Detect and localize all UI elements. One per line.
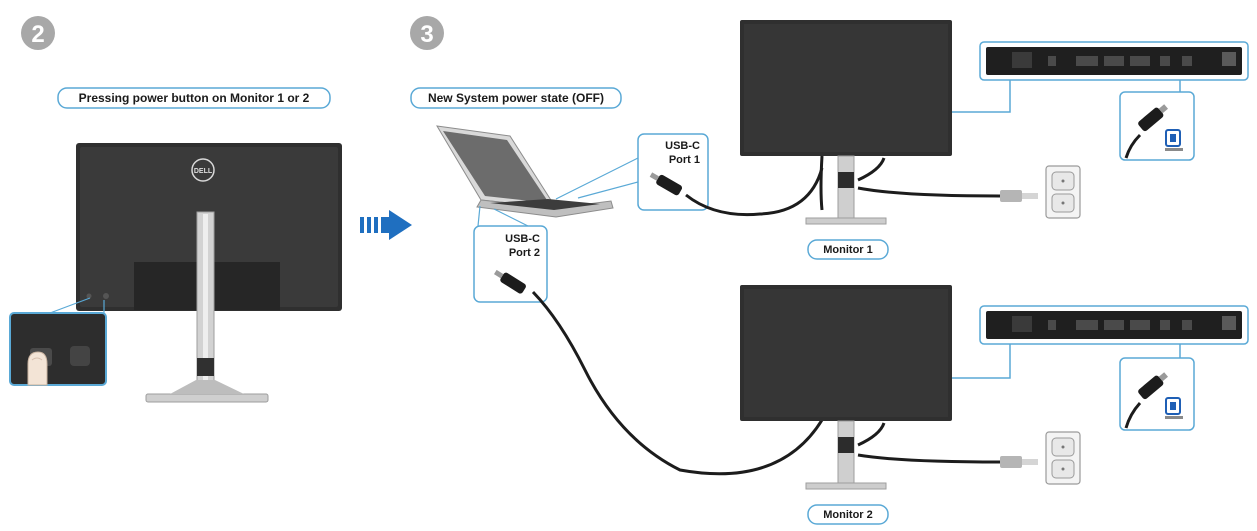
step-3-number: 3 (420, 21, 433, 48)
step-2-number: 2 (31, 21, 44, 48)
monitor-2-label: Monitor 2 (823, 509, 873, 521)
laptop (436, 125, 614, 218)
step-3-badge: 3 (410, 16, 444, 50)
displayport-icon-2 (1165, 397, 1183, 419)
usbc-port-2-callout: USB-C Port 2 (473, 205, 548, 303)
monitor-1-dp-zoom (1119, 91, 1195, 161)
usbc-port-1-label-line2: Port 1 (669, 154, 700, 166)
usbc-plug-icon (649, 172, 683, 196)
joystick-button (70, 346, 90, 366)
dell-logo-text: DELL (194, 168, 213, 175)
power-plug-1 (1000, 190, 1038, 202)
wall-outlet-icon-2 (1045, 431, 1081, 485)
usbc-plug-icon-2 (493, 269, 526, 294)
usbc-port-2-label-line2: Port 2 (509, 247, 540, 259)
cable-port2-to-monitor2 (531, 290, 824, 476)
caption-new-power-state: New System power state (OFF) (410, 87, 622, 109)
right-arrow-icon (360, 210, 412, 240)
caption-pressing-power: Pressing power button on Monitor 1 or 2 (57, 87, 331, 109)
caption-pressing-power-text: Pressing power button on Monitor 1 or 2 (79, 91, 310, 105)
wall-outlet-icon (1045, 165, 1081, 219)
monitor-2-caption: Monitor 2 (807, 504, 889, 525)
dell-logo: DELL (191, 158, 215, 182)
step-2-badge: 2 (21, 16, 55, 50)
monitor-2-dp-zoom (1119, 357, 1195, 431)
power-cable-monitor-2 (857, 453, 1001, 464)
monitor-1 (740, 20, 1001, 225)
finger-icon (27, 351, 48, 386)
power-button-zoom-inset (9, 297, 107, 386)
power-cable-monitor-1 (857, 186, 1001, 198)
caption-new-power-state-text: New System power state (OFF) (428, 91, 604, 105)
displayport-icon (1165, 129, 1183, 151)
monitor-2-io-strip (952, 305, 1249, 379)
cable-port1-to-monitor1 (685, 167, 824, 217)
monitor-1-label: Monitor 1 (823, 244, 873, 256)
monitor-1-io-strip (952, 41, 1249, 113)
usbc-port-1-callout: USB-C Port 1 (555, 133, 709, 211)
power-plug-2 (1000, 456, 1038, 468)
usbc-port-1-label-line1: USB-C (665, 140, 700, 152)
monitor-1-caption: Monitor 1 (807, 239, 889, 260)
left-monitor-rear: DELL (76, 143, 342, 403)
usbc-port-2-label-line1: USB-C (505, 233, 540, 245)
monitor-2 (740, 285, 1001, 490)
